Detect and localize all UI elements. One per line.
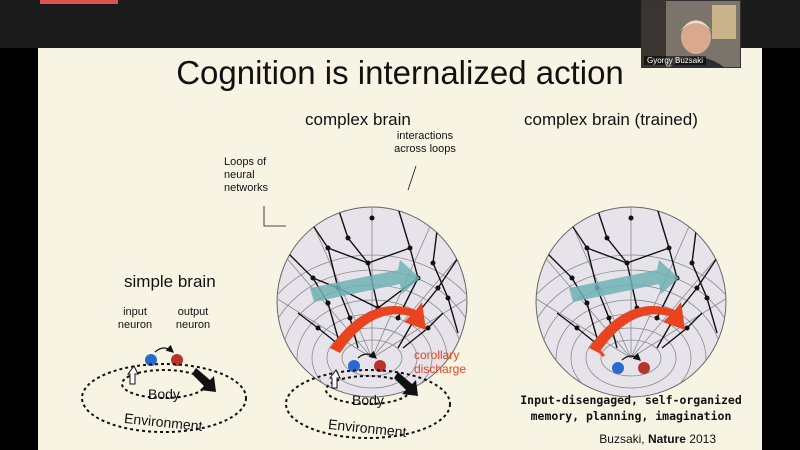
label-body-complex: Body [352, 392, 384, 408]
citation-journal: Nature [647, 432, 686, 446]
panel-title-simple: simple brain [124, 272, 216, 291]
speaker-video-thumbnail[interactable]: Gyorgy Buzsaki [641, 0, 741, 68]
action-arrows [127, 365, 418, 396]
label-corollary-discharge: corollary discharge [414, 348, 467, 376]
label-body-simple: Body [148, 386, 180, 402]
active-tab-indicator [40, 0, 118, 4]
label-input-neuron: input neuron [117, 306, 153, 331]
label-output-neuron: output neuron [175, 306, 211, 331]
trained-caption: Input-disengaged, self-organized memory,… [520, 393, 742, 423]
diagram [81, 165, 727, 439]
citation-year: 2013 [685, 432, 716, 446]
citation-author: Buzsaki, [599, 432, 648, 446]
callout-lines [263, 165, 417, 227]
label-interactions: interactions across loops [394, 130, 456, 155]
speaker-name: Gyorgy Buzsaki [644, 56, 707, 65]
trained-brain-network [535, 206, 727, 398]
panel-title-trained: complex brain (trained) [524, 110, 698, 129]
complex-brain-network [276, 206, 468, 398]
slide-title: Cognition is internalized action [176, 54, 624, 91]
panel-title-complex: complex brain [305, 110, 411, 129]
citation: Buzsaki, Nature 2013 [599, 432, 716, 446]
neurons [145, 344, 650, 374]
slide-canvas: Cognition is internalized action [38, 48, 762, 450]
label-loops: Loops of neural networks [224, 156, 269, 194]
